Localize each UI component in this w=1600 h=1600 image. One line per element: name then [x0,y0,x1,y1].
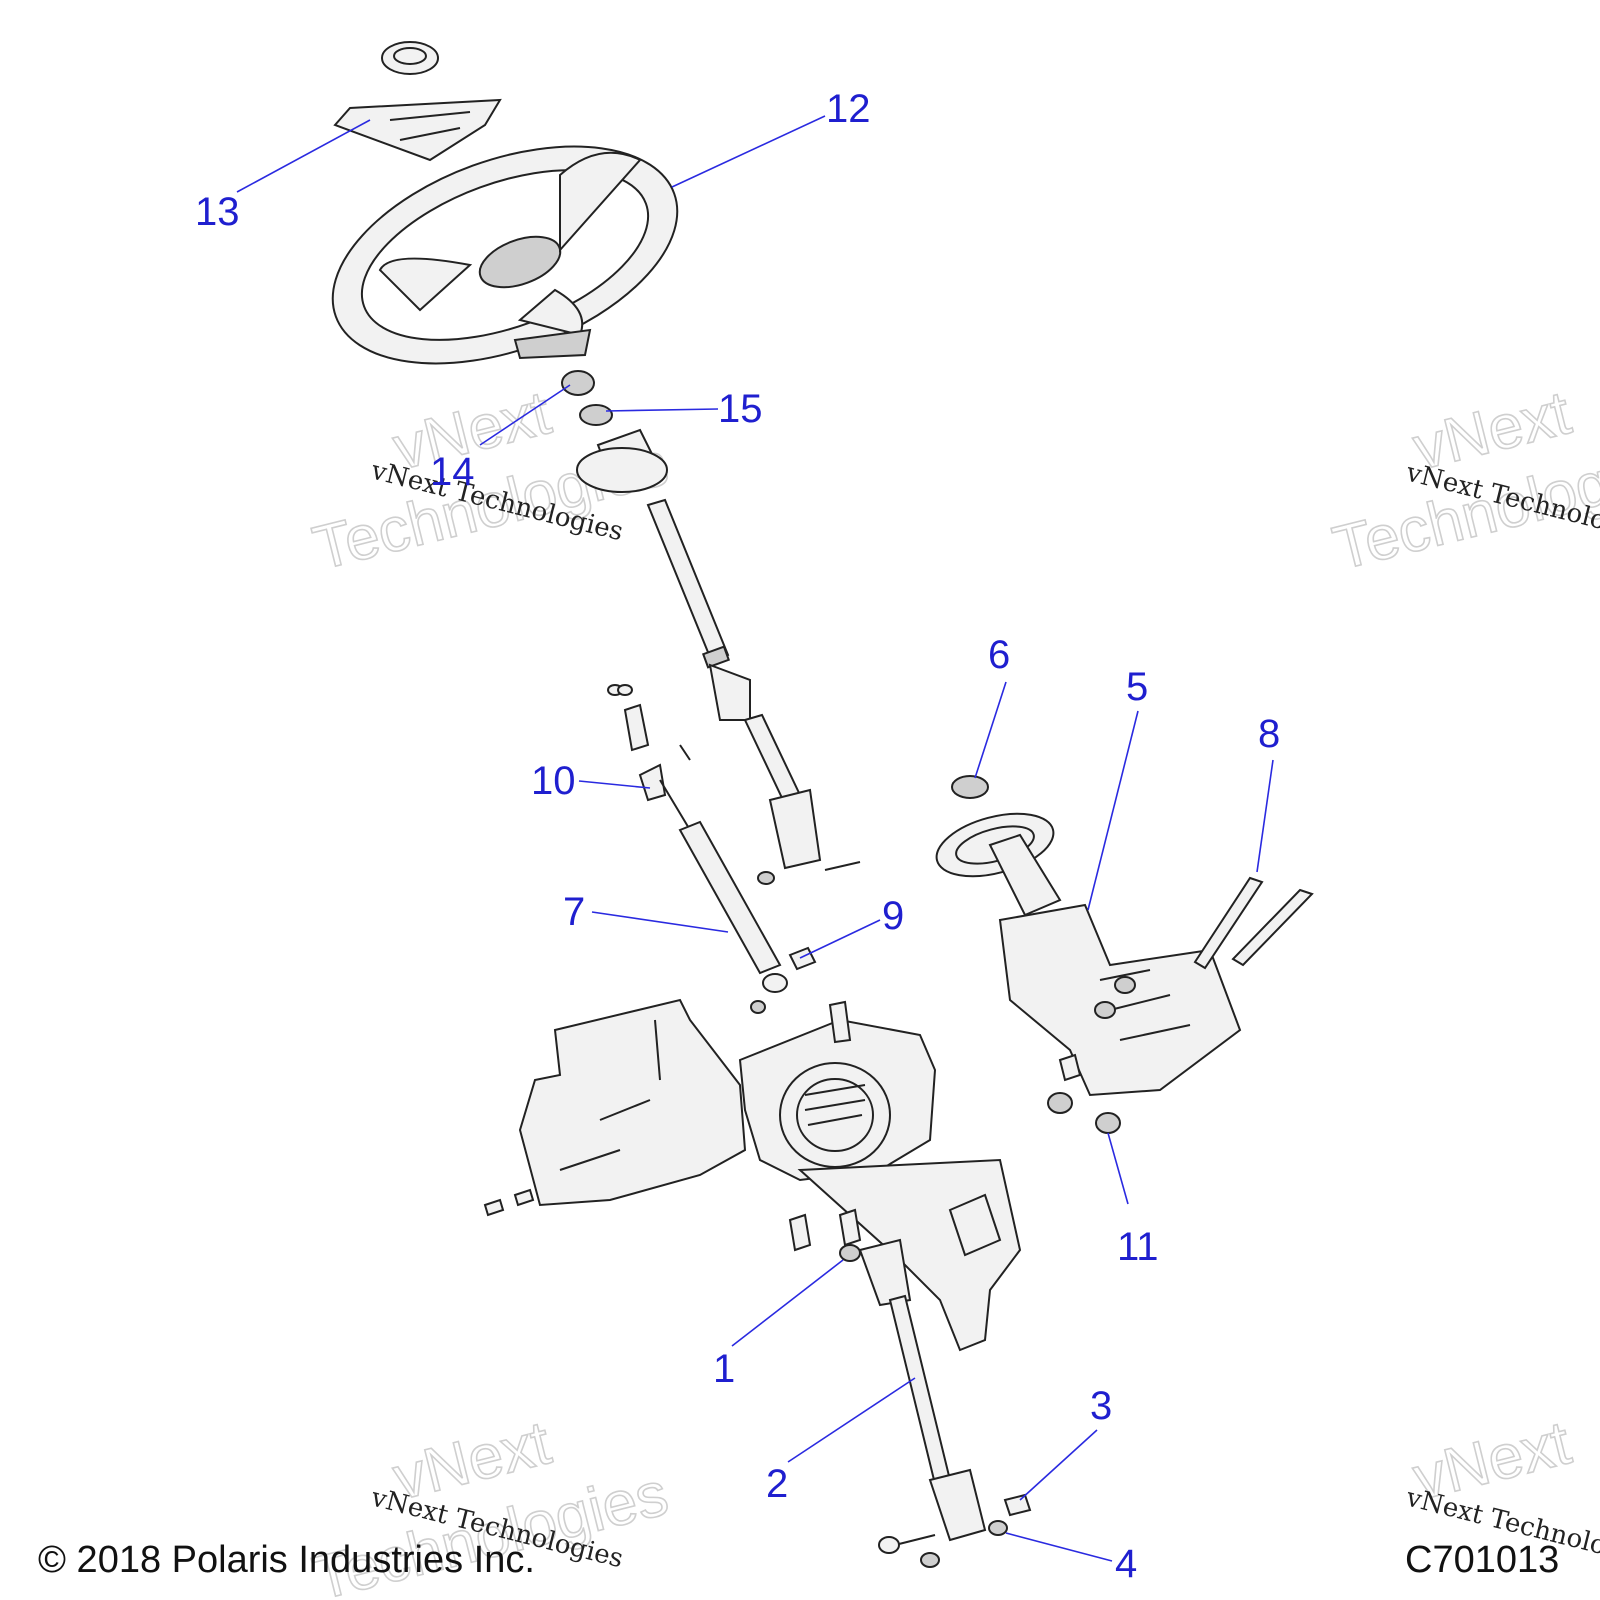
nut-part-4 [988,1520,1008,1536]
leader-8 [1256,759,1274,873]
nut-part-14 [561,370,595,396]
leader-9 [799,919,881,959]
bolt-part-9 [788,946,817,971]
center-pad-part [333,98,502,162]
callout-3: 3 [1090,1384,1112,1428]
leader-lines [236,115,1274,1562]
watermark-top-right: vNext Technologies vNext Technologies [1326,377,1600,584]
nut-part-11 [1047,1053,1121,1134]
leader-10 [578,780,651,789]
leader-14 [479,384,571,446]
bushing-part-15 [579,404,613,426]
callout-15: 15 [718,387,763,431]
nut-part-small [750,1000,766,1014]
bolt-part-8 [1193,876,1314,970]
callout-7: 7 [563,890,585,934]
leader-11 [1107,1132,1129,1205]
leader-4 [1005,1532,1113,1562]
lower-shaft-part-2 [858,1238,987,1568]
leader-6 [974,681,1007,779]
callout-8: 8 [1258,712,1280,756]
bushing-part-6 [951,775,989,799]
leader-7 [591,911,729,933]
callout-6: 6 [988,633,1010,677]
tilt-bracket-part-5 [935,812,1242,1097]
callout-11: 11 [1117,1225,1159,1269]
callout-14: 14 [430,450,475,494]
leader-15 [605,408,719,412]
power-steering-unit-part [738,1000,1022,1352]
leader-3 [1019,1429,1098,1501]
callout-1: 1 [713,1347,735,1391]
copyright-text: © 2018 Polaris Industries Inc. [38,1539,535,1581]
callout-4: 4 [1115,1542,1137,1586]
bolt-part-3 [1003,1493,1032,1517]
strut-mount-part-10 [607,684,691,802]
callout-10: 10 [531,759,576,803]
gas-strut-part-7 [659,779,788,993]
column-cover-part [483,998,747,1217]
leader-5 [1087,710,1139,911]
leader-13 [236,119,371,193]
callout-2: 2 [766,1462,788,1506]
steering-wheel-part [331,145,679,365]
figure-id: C701013 [1405,1539,1559,1581]
washer-part-1 [839,1244,861,1262]
leader-2 [787,1377,916,1463]
leader-1 [731,1259,844,1347]
leader-12 [671,115,826,188]
callout-5: 5 [1126,665,1148,709]
callout-13: 13 [195,190,240,234]
callout-12: 12 [826,87,871,131]
callouts: 13 12 14 15 6 5 8 10 7 9 11 1 2 3 4 [195,87,1280,1586]
horn-cap-part [381,41,439,75]
callout-9: 9 [882,894,904,938]
upper-steering-shaft-part [576,428,861,885]
